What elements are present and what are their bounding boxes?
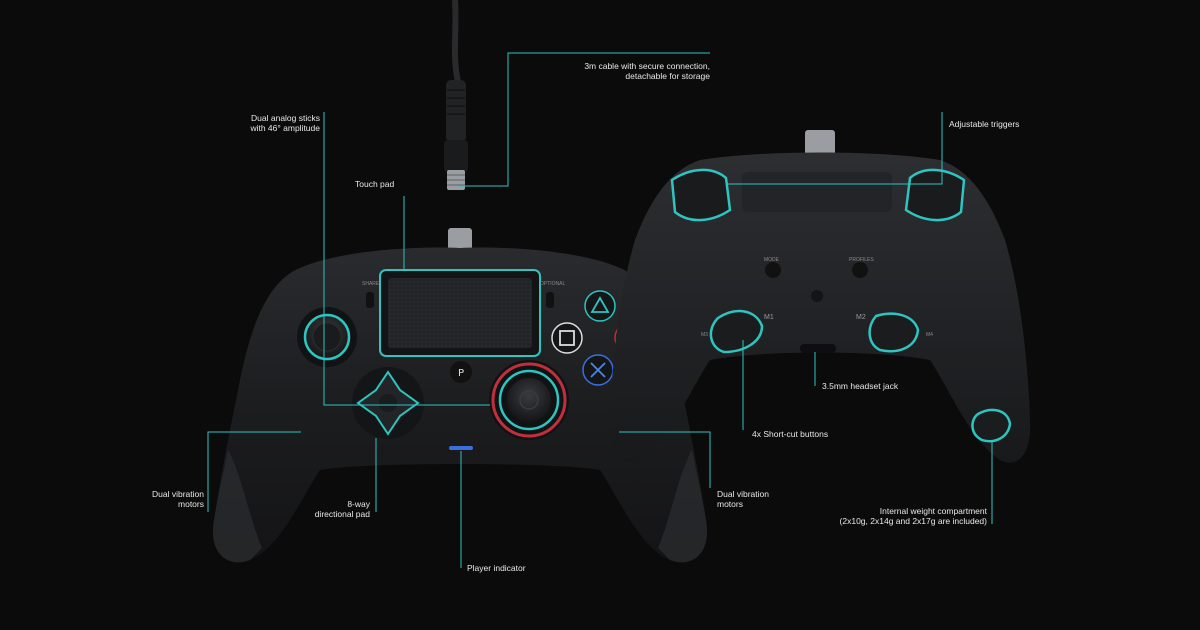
profiles-button [852,262,868,278]
callout-lines [207,52,993,568]
back-controller [609,130,1031,463]
m2-text: M2 [856,314,866,321]
m4-text: M4 [926,332,933,338]
share-button [366,292,374,308]
mode-switch [765,262,781,278]
right-analog-stick [507,378,551,422]
callout-weight-compartment: Internal weight compartment (2x10g, 2x14… [839,506,987,526]
front-controller: P [212,228,708,563]
callout-analog-sticks: Dual analog sticks with 46° amplitude [250,113,320,133]
cable-strain-relief [446,80,466,142]
options-button [546,292,554,308]
triangle-button [584,290,616,322]
cable [444,0,468,190]
callout-dpad: 8-way directional pad [314,499,370,519]
back-connector [805,130,835,158]
m1-text: M1 [764,314,774,321]
profiles-text: PROFILES [849,257,874,263]
callout-player-indicator: Player indicator [467,563,526,573]
callout-headset-jack: 3.5mm headset jack [822,381,899,391]
shortcut-button-m2 [868,312,920,353]
square-button [551,322,583,354]
callout-touchpad: Touch pad [355,179,395,189]
ps-button [450,361,472,383]
callout-cable: 3m cable with secure connection, detacha… [584,61,710,81]
mode-text: MODE [764,257,779,263]
player-indicator-light [449,446,473,450]
m3-text: M3 [701,332,708,338]
left-trigger [670,168,732,222]
callout-vibration-left: Dual vibration motors [152,489,204,509]
right-trigger [904,168,966,222]
callout-triggers: Adjustable triggers [949,119,1020,129]
svg-text:P: P [458,368,464,379]
callout-shortcut-buttons: 4x Short-cut buttons [752,429,829,439]
options-text: OPTIONAL [540,281,566,287]
front-connector [448,228,472,254]
headset-jack [800,344,836,353]
weight-compartment [971,408,1012,443]
callout-vibration-right: Dual vibration motors [717,489,769,509]
share-text: SHARE [362,281,380,287]
shortcut-button-m1 [709,309,764,354]
right-stick-led-ring [491,362,567,438]
